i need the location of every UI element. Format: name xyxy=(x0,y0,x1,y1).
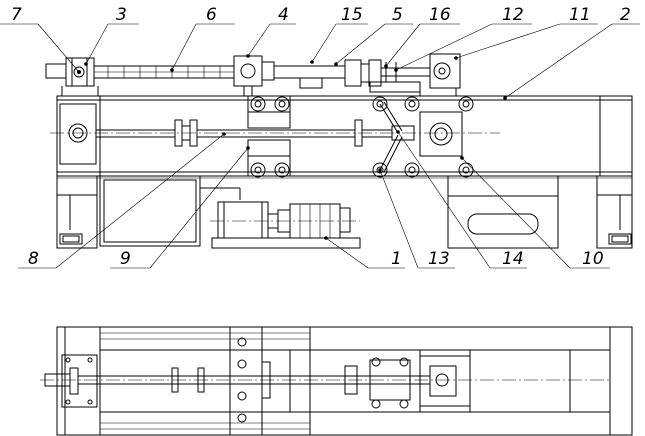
callout-3: 3 xyxy=(116,5,127,25)
callout-5: 5 xyxy=(392,5,403,25)
shaft-collar xyxy=(354,119,363,147)
callout-11: 11 xyxy=(569,5,591,25)
callout-1: 1 xyxy=(391,249,402,269)
callout-12: 12 xyxy=(502,5,524,25)
nut-block xyxy=(233,55,345,96)
guide-pad xyxy=(299,77,323,89)
right-support xyxy=(596,175,633,249)
lower-housing xyxy=(99,175,241,247)
shaft-coupling xyxy=(174,119,355,147)
side-view: 7 3 6 4 15 5 16 12 11 2 8 9 1 13 14 10 xyxy=(0,5,640,269)
callout-9: 9 xyxy=(120,249,131,269)
callout-14: 14 xyxy=(502,249,524,269)
callout-15: 15 xyxy=(341,5,363,25)
main-frame xyxy=(56,95,633,179)
callout-16: 16 xyxy=(429,5,451,25)
leader-lines xyxy=(0,23,640,269)
callout-13: 13 xyxy=(428,249,450,269)
left-bearing-housing xyxy=(59,103,175,165)
callout-7: 7 xyxy=(11,5,22,25)
left-support xyxy=(56,175,98,249)
callout-10: 10 xyxy=(582,249,604,269)
callout-6: 6 xyxy=(206,5,217,25)
right-bearing-housing xyxy=(419,96,474,178)
slide-block xyxy=(247,95,291,178)
plan-view xyxy=(40,326,633,436)
electric-motor xyxy=(210,201,361,249)
lever-mechanism xyxy=(362,96,420,178)
callout-2: 2 xyxy=(620,5,631,25)
callout-4: 4 xyxy=(278,5,289,25)
callout-8: 8 xyxy=(28,249,39,269)
right-lower-housing xyxy=(447,175,559,249)
screw-assembly xyxy=(45,57,235,97)
upper-drive xyxy=(344,53,461,96)
